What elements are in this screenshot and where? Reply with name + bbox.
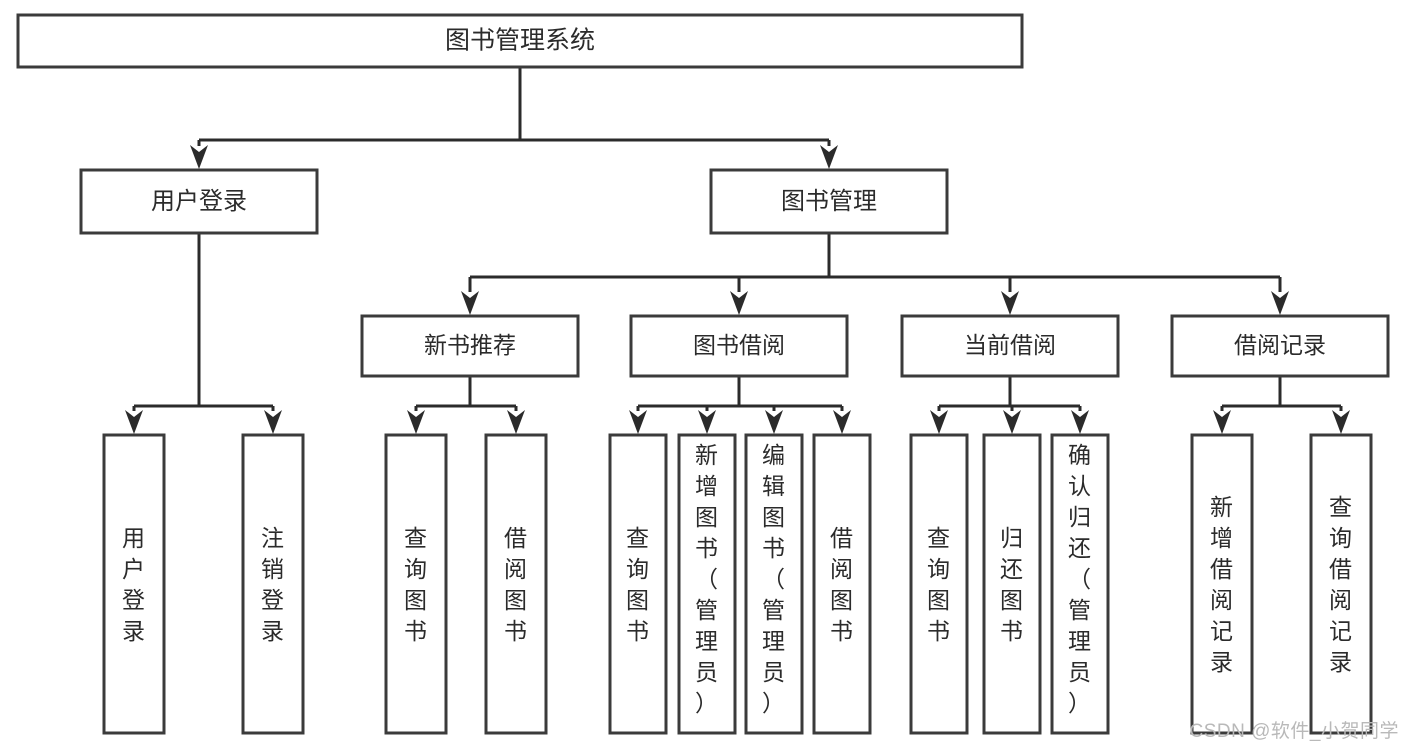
node-book-borrow[interactable]: 图书借阅	[629, 314, 849, 378]
node-leaf-borrow-book-1[interactable]: 借阅图书	[484, 433, 548, 735]
node-leaf-query-book-1[interactable]: 查询图书	[384, 433, 448, 735]
node-label-vertical: 查询图书	[927, 525, 951, 644]
node-box	[360, 314, 580, 378]
node-label-vertical: 编辑图书（管理员）	[762, 442, 786, 716]
node-leaf-add-record[interactable]: 新增借阅记录	[1190, 433, 1254, 735]
node-leaf-query-record[interactable]: 查询借阅记录	[1309, 433, 1373, 735]
node-leaf-edit-book[interactable]: 编辑图书（管理员）	[744, 433, 804, 735]
node-box	[1190, 433, 1254, 735]
node-box	[812, 433, 872, 735]
node-box	[629, 314, 849, 378]
node-root[interactable]: 图书管理系统	[16, 13, 1024, 69]
node-box	[241, 433, 305, 735]
node-label: 图书管理	[781, 188, 877, 215]
node-current-borrow[interactable]: 当前借阅	[900, 314, 1120, 378]
node-box	[909, 433, 969, 735]
node-leaf-user-login[interactable]: 用户登录	[102, 433, 166, 735]
node-book-manage[interactable]: 图书管理	[709, 168, 949, 235]
node-label: 图书借阅	[693, 332, 785, 358]
node-label-vertical: 借阅图书	[830, 525, 854, 644]
node-label-vertical: 用户登录	[122, 525, 146, 644]
node-label-vertical: 注销登录	[261, 525, 285, 644]
node-leaf-add-book[interactable]: 新增图书（管理员）	[677, 433, 737, 735]
node-box	[102, 433, 166, 735]
node-label-vertical: 新增借阅记录	[1210, 494, 1234, 675]
node-box	[1050, 433, 1110, 735]
node-borrow-record[interactable]: 借阅记录	[1170, 314, 1390, 378]
node-box	[709, 168, 949, 235]
node-label-vertical: 借阅图书	[504, 525, 528, 644]
node-label: 用户登录	[151, 188, 247, 215]
node-box	[484, 433, 548, 735]
node-leaf-query-book-2[interactable]: 查询图书	[608, 433, 668, 735]
nodes-layer: 图书管理系统用户登录图书管理新书推荐图书借阅当前借阅借阅记录用户登录注销登录查询…	[16, 13, 1390, 735]
node-leaf-borrow-book-2[interactable]: 借阅图书	[812, 433, 872, 735]
node-leaf-confirm-return[interactable]: 确认归还（管理员）	[1050, 433, 1110, 735]
node-label-vertical: 查询图书	[626, 525, 650, 644]
node-label-vertical: 查询借阅记录	[1329, 494, 1353, 675]
node-label-vertical: 查询图书	[404, 525, 428, 644]
node-leaf-logout[interactable]: 注销登录	[241, 433, 305, 735]
node-box	[1170, 314, 1390, 378]
node-label: 新书推荐	[424, 332, 516, 358]
node-box	[1309, 433, 1373, 735]
node-box	[982, 433, 1042, 735]
node-label-vertical: 归还图书	[1000, 525, 1024, 644]
node-user-login[interactable]: 用户登录	[79, 168, 319, 235]
node-leaf-query-book-3[interactable]: 查询图书	[909, 433, 969, 735]
node-label: 借阅记录	[1234, 332, 1326, 358]
node-label-vertical: 确认归还（管理员）	[1068, 442, 1092, 716]
node-new-book-rec[interactable]: 新书推荐	[360, 314, 580, 378]
edges-layer	[125, 67, 1350, 434]
node-label: 图书管理系统	[445, 27, 595, 55]
node-box	[744, 433, 804, 735]
node-leaf-return-book[interactable]: 归还图书	[982, 433, 1042, 735]
node-label-vertical: 新增图书（管理员）	[695, 442, 719, 716]
node-box	[384, 433, 448, 735]
node-box	[608, 433, 668, 735]
node-box	[677, 433, 737, 735]
node-label: 当前借阅	[964, 332, 1056, 358]
node-box	[79, 168, 319, 235]
node-box	[16, 13, 1024, 69]
node-box	[900, 314, 1120, 378]
